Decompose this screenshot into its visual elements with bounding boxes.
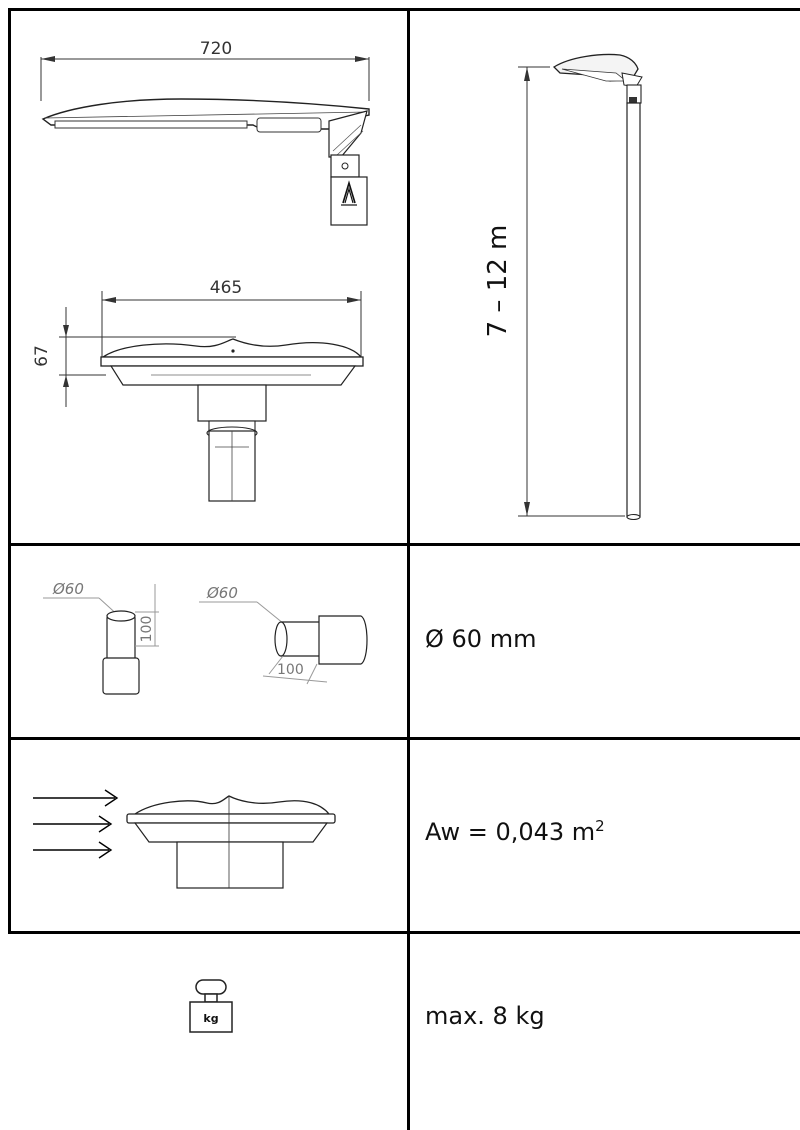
spigot-diameter-value: Ø 60 mm <box>425 625 537 653</box>
spigot-2-length-label: 100 <box>277 662 304 678</box>
windage-area-exponent: 2 <box>595 817 605 835</box>
windage-area-text: Aw = 0,043 m <box>425 818 596 846</box>
spigot-dimension-drawing: Ø60 100 Ø60 100 <box>43 580 368 695</box>
dim-465-label: 465 <box>210 278 242 298</box>
spigot-2-diameter-label: Ø60 <box>206 584 238 602</box>
table-center-divider <box>407 8 410 1130</box>
weight-value: max. 8 kg <box>425 1002 545 1030</box>
table-left-border <box>8 8 11 933</box>
row-divider-1 <box>8 543 800 546</box>
spigot-1-diameter-label: Ø60 <box>52 580 84 598</box>
pole-height-drawing <box>518 53 643 520</box>
row-divider-3 <box>8 931 800 934</box>
luminaire-dimension-drawing: 720 465 67 <box>32 39 370 502</box>
spigot-1-length-label: 100 <box>139 616 155 643</box>
mounting-height-value: 7 – 12 m <box>483 224 513 338</box>
windage-area-value: Aw = 0,043 m2 <box>425 817 605 846</box>
dim-67-label: 67 <box>32 345 52 367</box>
weight-icon-label: kg <box>203 1012 218 1025</box>
dim-720-label: 720 <box>200 39 232 59</box>
windage-area-drawing <box>33 789 336 889</box>
weight-icon: kg <box>189 979 233 1033</box>
row-divider-2 <box>8 737 800 740</box>
table-top-border <box>8 8 800 11</box>
